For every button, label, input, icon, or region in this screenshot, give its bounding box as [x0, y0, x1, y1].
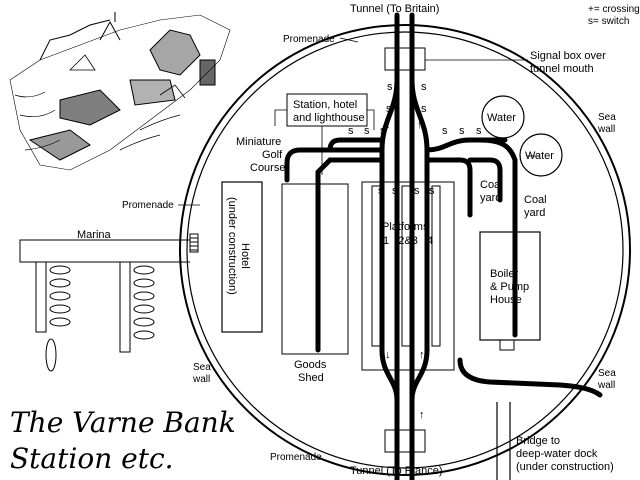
platform-4 [431, 185, 441, 347]
railway-tracks [284, 12, 603, 480]
promenade-top-label: Promenade [283, 34, 335, 45]
island-outer-wall [179, 24, 631, 476]
signal-box-south [384, 429, 426, 453]
switch-mark: s [459, 125, 465, 137]
marina-label: Marina [77, 229, 112, 241]
legend-switch: s= switch [588, 16, 629, 27]
coal-yard-left-label-1: Coal [480, 179, 503, 191]
sea-wall-left-label-1: Sea [193, 362, 211, 373]
mini-golf-label-2: Golf [262, 149, 283, 161]
coal-yard-left-label-2: yard [480, 192, 501, 204]
switch-mark: s [348, 125, 354, 137]
bridge-to-dock [496, 402, 511, 480]
hotel-label: Hotel [239, 243, 251, 269]
signal-box-label-1: Signal box over [530, 50, 606, 62]
platforms-label: Platforms [382, 221, 429, 233]
platform-numbers-label: 1 2&3 4 [383, 235, 433, 247]
tunnel-france-label: Tunnel (To France) [350, 465, 443, 477]
water-label-2: Water [525, 150, 554, 162]
goods-shed-label-2: Shed [298, 372, 324, 384]
island-sketch-illustration [9, 12, 231, 171]
switch-mark: s [429, 185, 435, 197]
arrow-down-south: ↓ [385, 349, 391, 361]
switch-marks: s s s s s s s s s s s s s s [348, 81, 482, 197]
switch-mark: s [364, 125, 370, 137]
bridge-label-1: Bridge to [516, 435, 560, 447]
switch-mark: s [392, 185, 398, 197]
switch-mark: s [421, 81, 427, 93]
marina [19, 233, 199, 372]
bridge-label-3: (under construction) [516, 461, 614, 473]
switch-mark: s [387, 81, 393, 93]
arrow-up-tunnel: ↑ [419, 409, 425, 421]
platform-2-3 [401, 185, 411, 347]
promenade-left-label: Promenade [122, 200, 174, 211]
sea-wall-left-label-2: wall [192, 374, 210, 385]
arrow-down-north: ↓ [385, 119, 391, 131]
switch-mark: s [421, 103, 427, 115]
hotel-sub-label: (under construction) [226, 197, 238, 295]
mini-golf-label-3: Course [250, 162, 285, 174]
switch-mark: s [386, 103, 392, 115]
signal-box-north [384, 47, 426, 71]
promenade-bottom-label: Promenade [270, 452, 322, 463]
switch-mark: s [378, 185, 384, 197]
goods-shed-label-1: Goods [294, 359, 327, 371]
bridge-label-2: deep-water dock [516, 448, 598, 460]
switch-mark: s [442, 125, 448, 137]
coal-yard-right-label-1: Coal [524, 194, 547, 206]
station-hotel-label-2: and lighthouse [293, 112, 365, 124]
switch-mark: s [380, 125, 386, 137]
title-line-1: The Varne Bank [10, 406, 236, 439]
sea-wall-right-top-label-2: wall [597, 124, 615, 135]
mini-golf-label-1: Miniature [236, 136, 281, 148]
station-hotel-label-1: Station, hotel [293, 99, 357, 111]
boiler-outlet [499, 339, 515, 351]
hotel-building [221, 181, 263, 333]
sea-wall-right-bottom-label-1: Sea [598, 368, 616, 379]
water-tank-2 [519, 133, 563, 177]
switch-mark: s [414, 185, 420, 197]
legend-crossing: += crossing [588, 4, 640, 15]
arrow-up-north: ↑ [417, 119, 423, 131]
water-label-1: Water [487, 112, 516, 124]
leader-lines [178, 37, 540, 206]
boiler-label-1: Boiler [490, 268, 518, 280]
boiler-label-3: House [490, 294, 522, 306]
goods-shed-building [281, 183, 349, 355]
platform-1 [371, 185, 381, 347]
arrow-up-south: ↑ [419, 349, 425, 361]
coal-yard-right-label-2: yard [524, 207, 545, 219]
tunnel-britain-label: Tunnel (To Britain) [350, 3, 439, 15]
boiler-label-2: & Pump [490, 281, 529, 293]
platforms-building [361, 181, 455, 371]
switch-mark: s [476, 125, 482, 137]
title-line-2: Station etc. [10, 442, 174, 475]
island-inner-wall [186, 31, 624, 469]
signal-box-label-2: tunnel mouth [530, 63, 594, 75]
sea-wall-right-bottom-label-2: wall [597, 380, 615, 391]
sea-wall-right-top-label-1: Sea [598, 112, 616, 123]
